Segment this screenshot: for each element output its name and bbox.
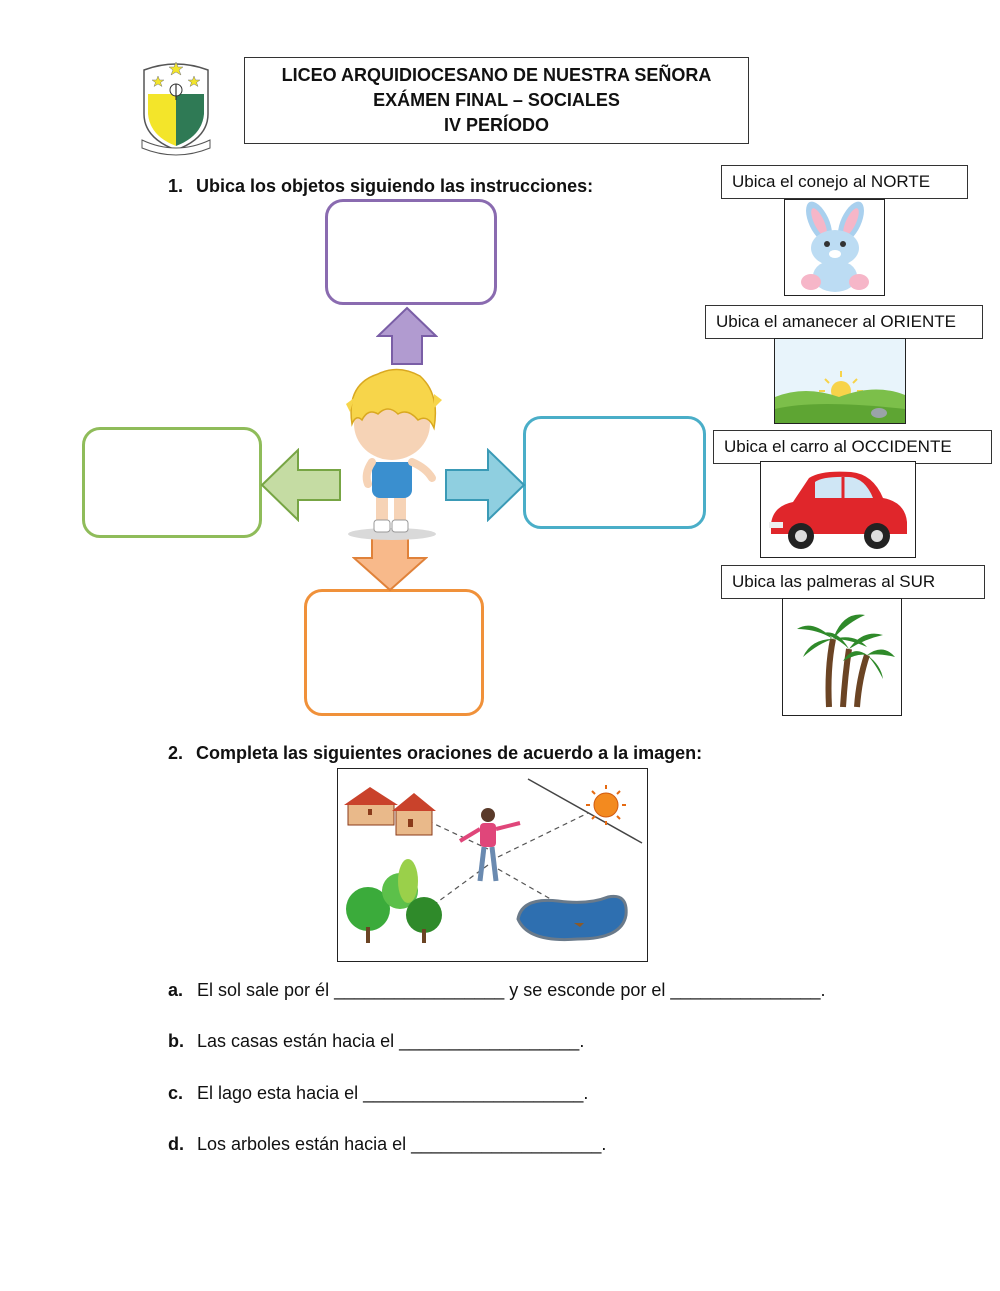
sentence-c-text: El lago esta hacia el __________________… [197,1083,589,1103]
question-1-number: 1. [168,176,184,196]
person-icon [458,808,521,882]
sun-icon [586,785,626,825]
east-arrow-icon [445,448,526,522]
question-2-text: Completa las siguientes oraciones de acu… [196,743,703,763]
sentence-b[interactable]: b. Las casas están hacia el _____________… [168,1031,584,1052]
school-name: LICEO ARQUIDIOCESANO DE NUESTRA SEÑORA [281,65,712,85]
question-1-title: 1. Ubica los objetos siguiendo las instru… [168,176,593,197]
north-arrow-icon [376,306,438,365]
school-crest-logo [136,56,216,156]
boy-figure-icon [346,368,442,540]
west-arrow-icon [260,448,341,522]
west-drop-box[interactable] [82,427,262,538]
question-1-text: Ubica los objetos siguiendo las instrucc… [196,176,594,196]
sentence-b-letter: b. [168,1031,184,1051]
sentence-c[interactable]: c. El lago esta hacia el ________________… [168,1083,588,1104]
south-drop-box[interactable] [304,589,484,716]
sentence-d-text: Los arboles están hacia el _____________… [197,1134,607,1154]
car-icon [769,471,907,549]
question-2-number: 2. [168,743,184,763]
exam-title: EXÁMEN FINAL – SOCIALES [373,90,620,110]
header-title-box: LICEO ARQUIDIOCESANO DE NUESTRA SEÑORA E… [244,57,749,144]
north-drop-box[interactable] [325,199,497,305]
sentence-d[interactable]: d. Los arboles están hacia el ___________… [168,1134,606,1155]
sentence-c-letter: c. [168,1083,184,1103]
sentence-a-letter: a. [168,980,184,1000]
palm-trees-icon [797,614,895,708]
orientation-scene-image [337,768,648,962]
sunrise-icon [775,339,905,423]
sunrise-card[interactable] [774,338,906,424]
lake-icon [516,894,628,942]
sentence-a[interactable]: a. El sol sale por él _________________ y… [168,980,826,1001]
instruction-label-south: Ubica las palmeras al SUR [721,565,985,599]
houses-icon [344,787,436,836]
rabbit-card[interactable] [784,199,885,296]
palm-trees-card[interactable] [782,598,902,716]
rabbit-icon [801,201,869,292]
sentence-a-text: El sol sale por él _________________ y s… [197,980,826,1000]
instruction-label-north: Ubica el conejo al NORTE [721,165,968,199]
sentence-d-letter: d. [168,1134,184,1154]
sentence-b-text: Las casas están hacia el _______________… [197,1031,585,1051]
period-title: IV PERÍODO [443,115,550,135]
instruction-label-east: Ubica el amanecer al ORIENTE [705,305,983,339]
instruction-label-west: Ubica el carro al OCCIDENTE [713,430,992,464]
question-2-title: 2. Completa las siguientes oraciones de a… [168,743,702,764]
car-card[interactable] [760,461,916,558]
trees-icon [346,859,442,943]
east-drop-box[interactable] [523,416,706,529]
